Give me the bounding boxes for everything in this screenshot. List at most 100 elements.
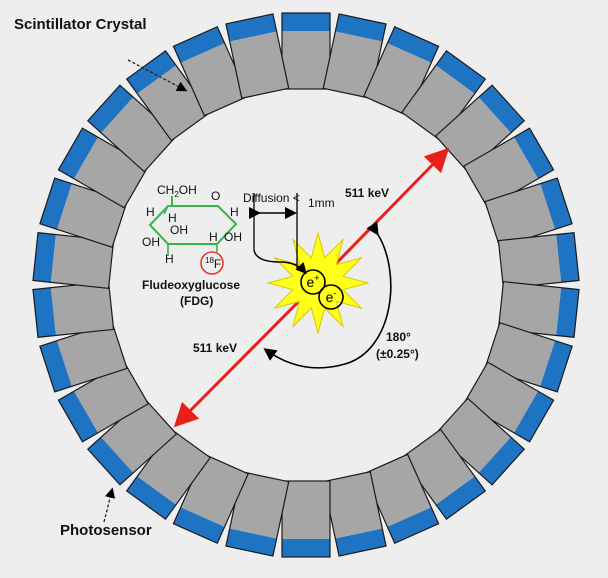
detector-block xyxy=(322,13,387,99)
detector-ring xyxy=(32,12,580,558)
energy-label-bottom: 511 keV xyxy=(193,341,238,355)
detector-block xyxy=(322,471,387,557)
detector-block xyxy=(39,321,128,393)
detector-block xyxy=(434,397,526,486)
scintillator-crystal-block xyxy=(74,362,149,433)
photosensor-block xyxy=(32,287,56,338)
ch2oh-label: CH2OH xyxy=(157,183,197,199)
detector-block xyxy=(125,428,212,520)
detector-block xyxy=(497,232,580,290)
fluorine-circle xyxy=(200,251,224,275)
photosensor-block xyxy=(58,128,99,179)
fdg-molecule: CH2OH O H H H H H OH OH OH 18F xyxy=(142,183,242,275)
detector-block xyxy=(225,471,290,557)
photosensor-block xyxy=(87,437,134,485)
detector-block xyxy=(462,127,555,209)
diffusion-prefix: Diffusion xyxy=(243,191,290,205)
scintillator-crystal-block xyxy=(435,398,511,473)
scintillator-crystal-block xyxy=(137,429,211,505)
detector-block xyxy=(57,127,150,209)
scintillator-crystal-block xyxy=(463,137,538,208)
detector-block xyxy=(281,12,331,90)
photosensor-block xyxy=(478,85,525,133)
photosensor-block xyxy=(87,85,134,133)
angle-label: 180° xyxy=(386,330,411,344)
photosensor-block xyxy=(435,50,486,94)
photosensor-block xyxy=(556,287,580,338)
scintillator-crystal-block xyxy=(50,234,114,289)
scintillator-crystal-block xyxy=(282,481,330,539)
photosensor-block xyxy=(173,507,225,544)
scintillator-crystal-block xyxy=(101,398,177,473)
scintillator-crystal-block xyxy=(463,362,538,433)
photosensor-block xyxy=(387,26,439,63)
scintillator-crystal-block xyxy=(498,234,562,289)
fluorine-label: 18F xyxy=(205,256,221,271)
scintillator-crystal-block xyxy=(435,97,511,172)
hydrogen-label: H xyxy=(209,230,218,244)
photosensor-pointer xyxy=(103,487,116,523)
scintillator-crystal-block xyxy=(229,31,289,99)
scintillator-crystal-block xyxy=(401,65,475,141)
detector-block xyxy=(281,480,331,558)
scintillator-crystal-block xyxy=(323,471,383,539)
detector-block xyxy=(434,84,526,173)
scintillator-crystal-block xyxy=(57,322,128,387)
photosensor-block xyxy=(335,528,387,557)
angle-tolerance-label: (±0.25°) xyxy=(376,347,419,361)
detector-block xyxy=(400,428,487,520)
hydrogen-label: H xyxy=(165,252,174,266)
photosensor-block xyxy=(39,178,72,230)
detector-block xyxy=(86,397,178,486)
photosensor-block xyxy=(540,178,573,230)
detector-block xyxy=(86,84,178,173)
hydroxyl-label: OH xyxy=(224,230,242,244)
scintillator-crystal-block xyxy=(137,65,211,141)
fdg-name-label: Fludeoxyglucose xyxy=(142,278,241,292)
detector-block xyxy=(57,361,150,443)
scintillator-crystal-block xyxy=(229,471,289,539)
hydrogen-label: H xyxy=(168,211,177,225)
energy-label-top: 511 keV xyxy=(345,186,390,200)
scintillator-crystal-label: Scintillator Crystal xyxy=(14,16,147,33)
hydroxyl-label: OH xyxy=(142,235,160,249)
photosensor-block xyxy=(225,13,277,42)
photosensor-block xyxy=(58,391,99,442)
detector-block xyxy=(363,453,440,545)
detector-block xyxy=(225,13,290,99)
detector-block xyxy=(400,50,487,142)
detector-block xyxy=(32,232,115,290)
scintillator-crystal-block xyxy=(484,183,555,248)
scintillator-crystal-block xyxy=(74,137,149,208)
fdg-abbreviation-label: (FDG) xyxy=(180,294,214,308)
scintillator-crystal-block xyxy=(50,281,114,336)
detector-block xyxy=(172,25,249,117)
scintillator-crystal-block xyxy=(323,31,383,99)
hydrogen-label: H xyxy=(230,205,239,219)
scintillator-crystal-block xyxy=(101,97,177,172)
hydrogen-label: H xyxy=(146,205,155,219)
scintillator-crystal-block xyxy=(401,429,475,505)
photosensor-block xyxy=(225,528,277,557)
photosensor-block xyxy=(126,476,177,520)
scintillator-pointer xyxy=(127,59,188,92)
hydroxyl-label: OH xyxy=(170,223,188,237)
scintillator-crystal-block xyxy=(180,43,249,116)
detector-block xyxy=(32,280,115,338)
diffusion-sign: < xyxy=(292,191,300,205)
detector-block xyxy=(497,280,580,338)
photosensor-block xyxy=(513,128,554,179)
photosensor-label: Photosensor xyxy=(60,522,152,539)
photosensor-block xyxy=(282,13,330,31)
scintillator-crystal-block xyxy=(363,454,432,527)
photosensor-block xyxy=(435,476,486,520)
photosensor-block xyxy=(335,13,387,42)
ring-oxygen-label: O xyxy=(211,189,220,203)
photosensor-block xyxy=(39,340,72,392)
photosensor-block xyxy=(556,232,580,283)
diffusion-value: 1mm xyxy=(308,196,335,210)
scintillator-crystal-block xyxy=(282,31,330,89)
detector-block xyxy=(484,177,573,249)
photosensor-block xyxy=(282,539,330,557)
